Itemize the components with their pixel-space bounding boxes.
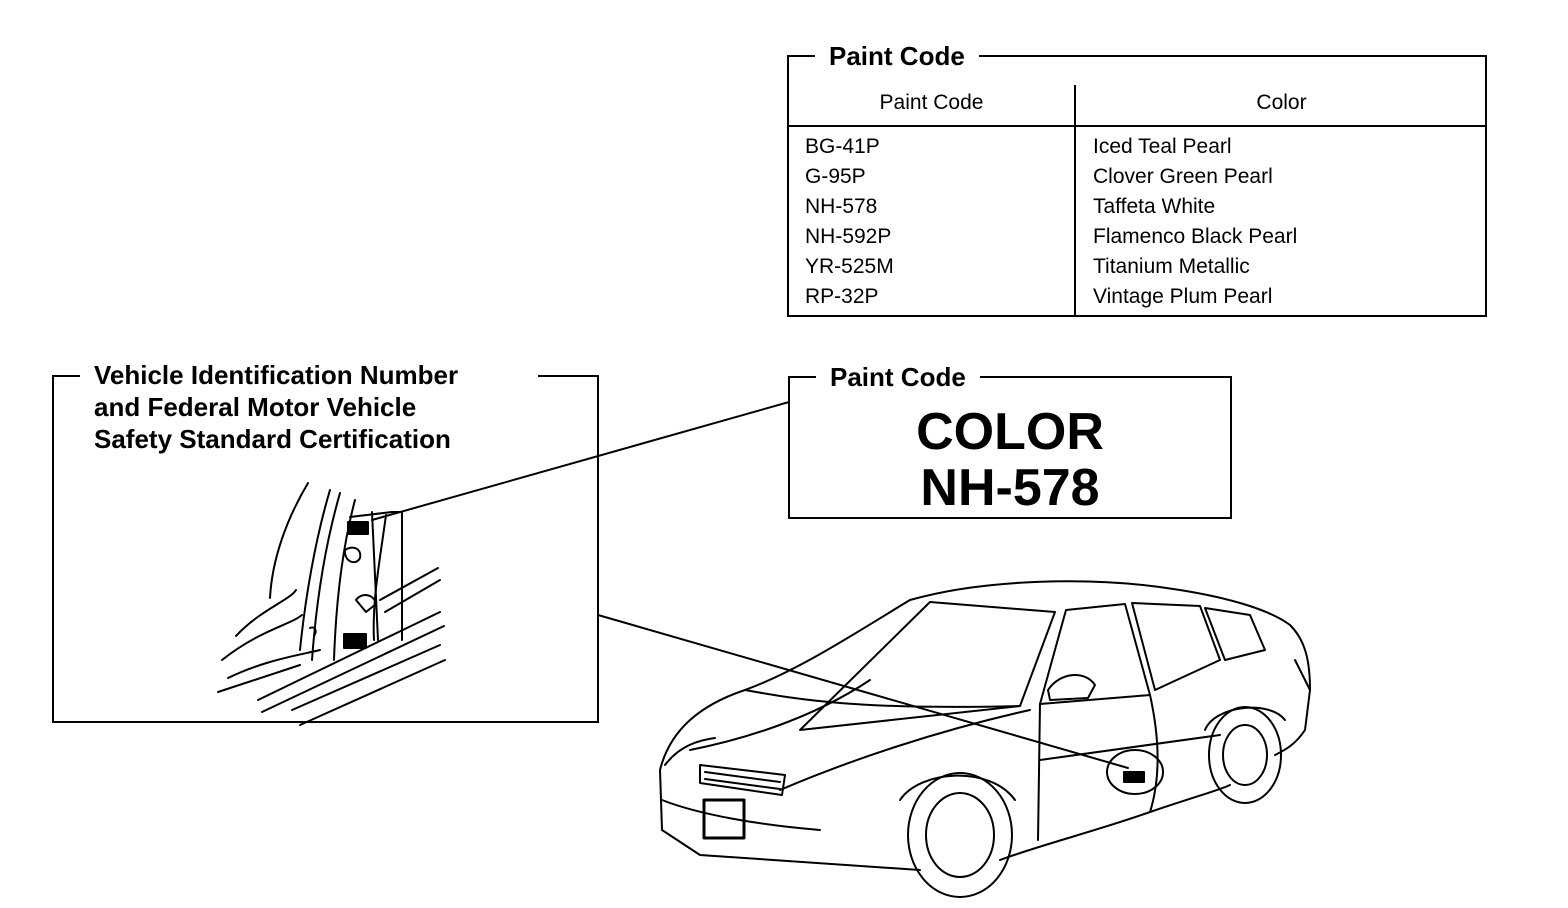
color-cell: Clover Green Pearl [1093, 165, 1273, 188]
color-cell: Titanium Metallic [1093, 255, 1250, 278]
table-row: YR-525M Titanium Metallic [789, 252, 1485, 282]
color-cell: Taffeta White [1093, 195, 1216, 218]
vin-box-title: Vehicle Identification Number and Federa… [80, 359, 538, 455]
table-row: NH-592P Flamenco Black Pearl [789, 222, 1485, 252]
car-illustration [659, 580, 1311, 898]
paint-code-cell: RP-32P [805, 285, 879, 308]
paint-code-cell: BG-41P [805, 135, 880, 158]
header-paint-code: Paint Code [879, 91, 984, 114]
vin-title-line: Safety Standard Certification [94, 424, 451, 454]
header-color: Color [1256, 91, 1307, 114]
table-body: BG-41P Iced Teal Pearl G-95P Clover Gree… [789, 132, 1485, 312]
table-row: BG-41P Iced Teal Pearl [789, 132, 1485, 162]
column-divider [1074, 85, 1076, 315]
table-row: RP-32P Vintage Plum Pearl [789, 282, 1485, 312]
paint-code-label-box: Paint Code COLOR NH-578 [788, 360, 1232, 519]
paint-code-cell: NH-578 [805, 195, 878, 218]
color-cell: Flamenco Black Pearl [1093, 225, 1298, 248]
table-header: Paint Code Color [789, 85, 1485, 127]
color-cell: Vintage Plum Pearl [1093, 285, 1273, 308]
paint-code-table-title: Paint Code [815, 39, 979, 73]
vin-title-line: Vehicle Identification Number [94, 360, 459, 390]
leader-line-paint-label [371, 401, 790, 521]
vin-certification-box: Vehicle Identification Number and Federa… [52, 359, 599, 723]
paint-code-table: Paint Code Paint Code Color BG-41P Iced … [787, 39, 1487, 317]
paint-code-cell: YR-525M [805, 255, 894, 278]
door-jamb-illustration [217, 482, 446, 726]
vin-title-line: and Federal Motor Vehicle [94, 392, 417, 422]
paint-code-cell: NH-592P [805, 225, 892, 248]
table-row: G-95P Clover Green Pearl [789, 162, 1485, 192]
color-cell: Iced Teal Pearl [1093, 135, 1232, 158]
table-row: NH-578 Taffeta White [789, 192, 1485, 222]
label-color-text: COLOR [916, 403, 1104, 461]
paint-code-cell: G-95P [805, 165, 866, 188]
paint-code-label-title: Paint Code [816, 360, 980, 394]
label-code-text: NH-578 [920, 459, 1100, 517]
